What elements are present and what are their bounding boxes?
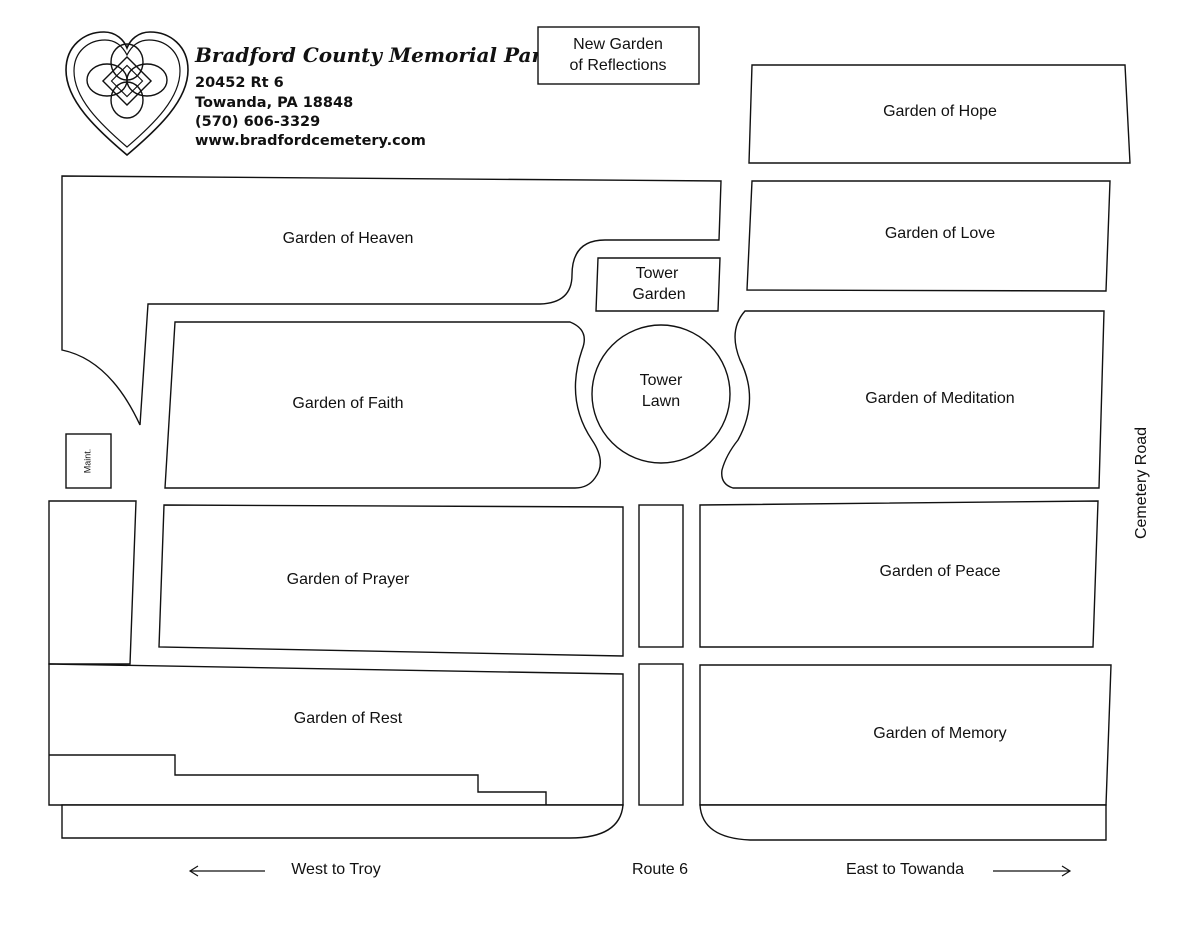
park-name: Bradford County Memorial Park <box>194 43 556 67</box>
garden-of-rest-label: Garden of Rest <box>294 710 403 727</box>
garden-of-memory-label: Garden of Memory <box>873 725 1006 742</box>
garden-of-prayer-plot[interactable] <box>158 504 624 657</box>
west-direction-label: West to Troy <box>291 861 381 878</box>
garden-of-heaven-plot[interactable] <box>61 175 722 426</box>
garden-of-love-label: Garden of Love <box>885 225 995 242</box>
maintenance-label: Maint. <box>82 449 92 474</box>
arrow-right-icon <box>993 865 1072 877</box>
website-link[interactable]: www.bradfordcemetery.com <box>195 133 426 149</box>
new-garden-label-line2: of Reflections <box>570 57 667 74</box>
southeast-roadside-strip[interactable] <box>699 804 1107 841</box>
route-6-label: Route 6 <box>632 861 688 878</box>
east-direction-label: East to Towanda <box>846 861 964 878</box>
tower-lawn-plot[interactable] <box>591 324 731 464</box>
tower-garden-label-line2: Garden <box>632 286 685 303</box>
tower-garden-label-line1: Tower <box>636 265 679 282</box>
address-line1: 20452 Rt 6 <box>195 75 284 91</box>
tower-lawn-label-line2: Lawn <box>642 393 680 410</box>
new-garden-label-line1: New Garden <box>573 36 663 53</box>
garden-of-hope-label: Garden of Hope <box>883 103 997 120</box>
new-garden-of-reflections-plot[interactable] <box>537 26 700 85</box>
garden-of-love-plot[interactable] <box>746 180 1111 292</box>
southwest-roadside-strip[interactable] <box>61 804 624 839</box>
center-strip-north-plot[interactable] <box>638 504 684 648</box>
garden-of-meditation-plot[interactable] <box>721 310 1105 489</box>
garden-of-prayer-label: Garden of Prayer <box>287 571 410 588</box>
arrow-left-icon <box>188 865 265 877</box>
garden-of-faith-label: Garden of Faith <box>292 395 403 412</box>
garden-of-faith-plot[interactable] <box>164 321 601 489</box>
tower-garden-plot[interactable] <box>595 257 721 312</box>
tower-lawn-label-line1: Tower <box>640 372 683 389</box>
garden-of-rest-plot[interactable] <box>48 663 624 806</box>
cemetery-road-label: Cemetery Road <box>1133 427 1150 539</box>
garden-of-peace-plot[interactable] <box>699 500 1099 648</box>
center-strip-south-plot[interactable] <box>638 663 684 806</box>
phone-number: (570) 606-3329 <box>195 114 320 130</box>
address-line2: Towanda, PA 18848 <box>195 95 353 111</box>
garden-of-hope-plot[interactable] <box>748 64 1131 164</box>
garden-of-peace-label: Garden of Peace <box>880 563 1001 580</box>
celtic-knot-heart-icon <box>65 31 189 157</box>
maintenance-building[interactable] <box>65 433 112 489</box>
west-strip-plot[interactable] <box>48 500 137 665</box>
garden-of-meditation-label: Garden of Meditation <box>865 390 1014 407</box>
garden-of-rest-boundary <box>49 754 547 805</box>
garden-of-heaven-label: Garden of Heaven <box>283 230 414 247</box>
